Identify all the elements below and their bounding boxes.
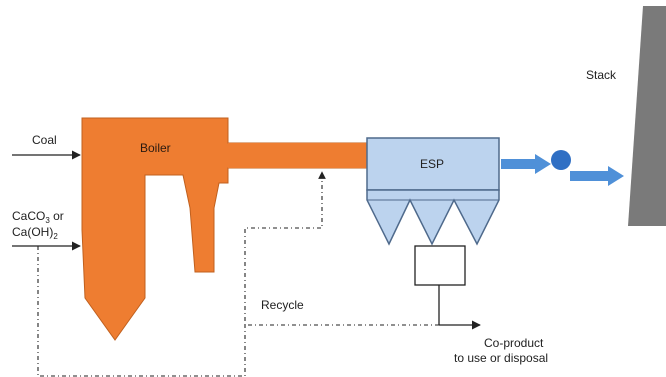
esp-hoppers (366, 189, 500, 246)
duct-to-esp (228, 143, 368, 168)
coproduct-label-line2: to use or disposal (454, 351, 548, 365)
coproduct-label-line1: Co-product (484, 336, 544, 350)
esp-label: ESP (420, 157, 444, 171)
stack-label: Stack (586, 68, 617, 82)
sorbent-dashed-path (37, 246, 246, 377)
coal-label: Coal (32, 133, 57, 147)
collection-box (414, 245, 466, 286)
recycle-path (244, 171, 439, 326)
recycle-label: Recycle (261, 298, 304, 312)
esp-outlet-arrow (501, 154, 551, 174)
stack-inlet-arrow (570, 166, 624, 186)
boiler-label: Boiler (140, 141, 171, 155)
fan-icon (551, 150, 571, 170)
sorbent-label-line1: CaCO3 or (12, 209, 64, 225)
stack-shape (628, 6, 666, 226)
sorbent-label-line2: Ca(OH)2 (12, 225, 58, 241)
